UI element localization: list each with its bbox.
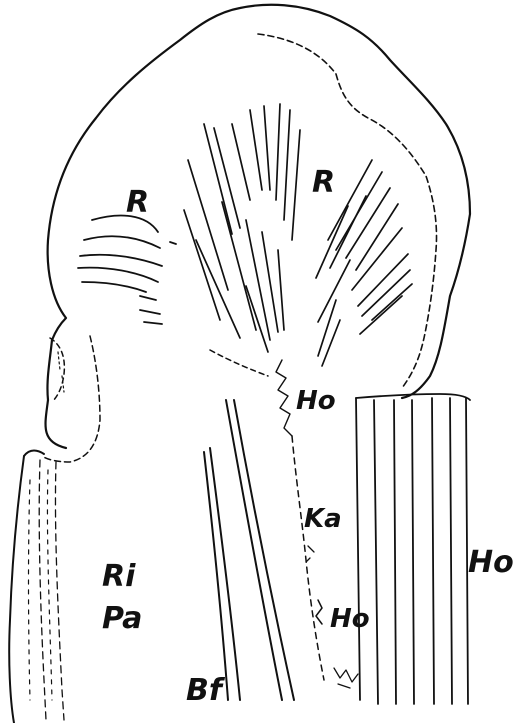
central-tick-1 bbox=[306, 546, 314, 562]
label-ka: Ka bbox=[304, 506, 342, 532]
central-zigzag bbox=[276, 360, 292, 436]
label-r-right: R bbox=[312, 168, 335, 198]
bottom-scribble bbox=[334, 668, 358, 688]
label-bf: Bf bbox=[186, 676, 222, 706]
central-dashed bbox=[292, 436, 324, 680]
stalk-top-edge bbox=[24, 451, 44, 457]
label-ho-upper: Ho bbox=[296, 388, 336, 414]
stalk-outer bbox=[9, 456, 24, 723]
label-pa: Pa bbox=[102, 604, 142, 634]
stalk-strand-2 bbox=[55, 462, 64, 720]
ho-block bbox=[356, 394, 470, 704]
stalk-strand-3 bbox=[29, 480, 31, 700]
fan-base-dashed bbox=[210, 350, 268, 376]
label-ho-lower: Ho bbox=[330, 606, 370, 632]
label-ho-right: Ho bbox=[468, 548, 514, 578]
label-r-left: R bbox=[126, 188, 149, 218]
left-bulge-dots bbox=[58, 352, 64, 392]
central-tick-2 bbox=[316, 600, 322, 624]
ray-group-center bbox=[184, 104, 300, 352]
ray-group-left bbox=[78, 216, 176, 324]
label-ri: Ri bbox=[102, 562, 135, 592]
stalk-strand-4 bbox=[47, 470, 52, 700]
stalk-strand-1 bbox=[39, 460, 46, 720]
fibre-lines bbox=[204, 400, 294, 700]
